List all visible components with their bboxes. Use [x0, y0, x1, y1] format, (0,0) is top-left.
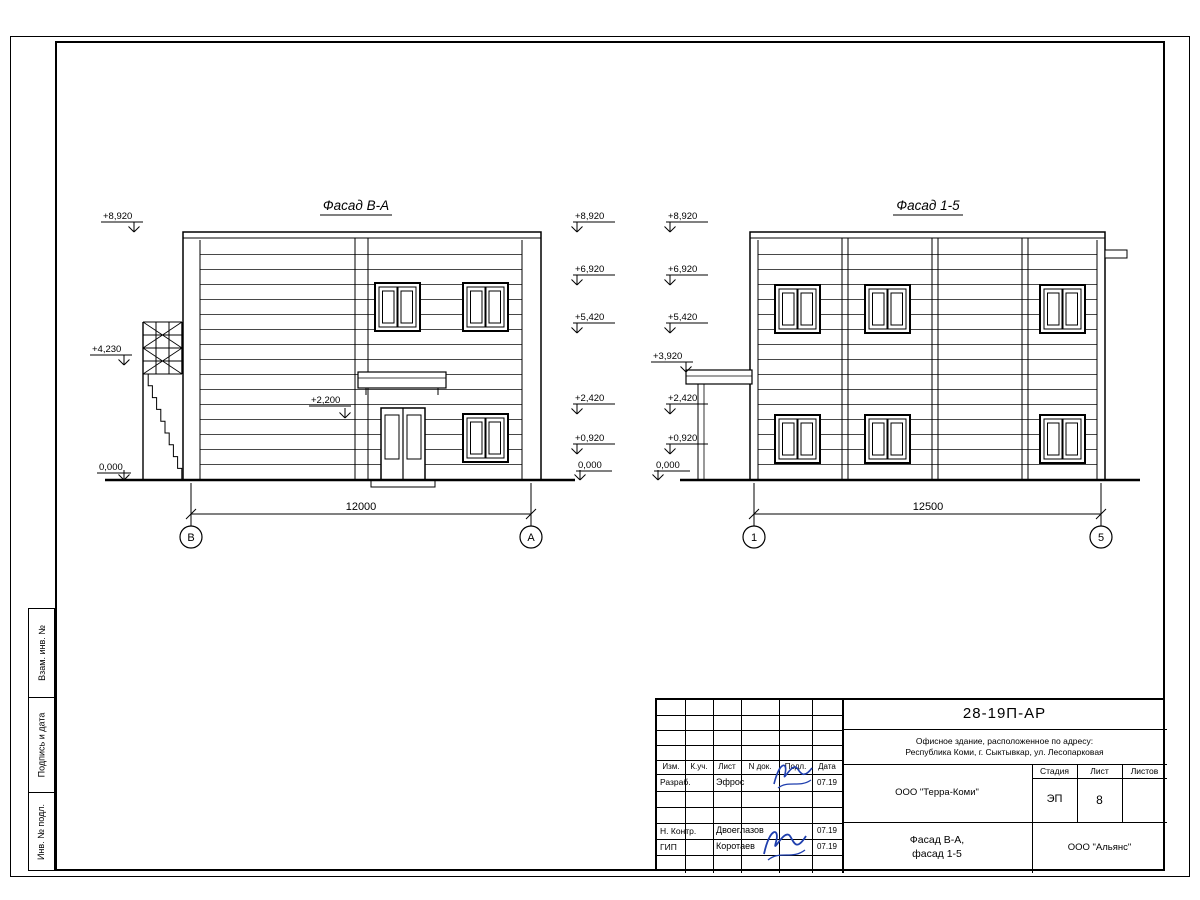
elevation-mark: +0,920 [668, 433, 697, 444]
axis-label: В [187, 532, 194, 544]
window [774, 284, 821, 334]
elevation-mark: +2,200 [311, 395, 340, 406]
side-stamp: Взам. инв. № Подпись и дата Инв. № подл. [28, 608, 55, 871]
contractor-name: ООО "Альянс" [1067, 841, 1132, 853]
elevation-mark: +2,420 [668, 393, 697, 404]
signer-date: 07.19 [816, 826, 838, 835]
facade-title: Фасад 1-5 [896, 198, 960, 213]
side-stamp-cell: Взам. инв. № [29, 609, 54, 698]
project-description-line1: Офисное здание, расположенное по адресу: [915, 735, 1094, 746]
axis-bubbles: В А [179, 525, 543, 549]
signer-name: Эфрос [716, 776, 745, 787]
sheet-number: 8 [1096, 792, 1103, 807]
axis-label: 1 [751, 532, 757, 544]
elevation-mark: +6,920 [575, 264, 604, 275]
elevation-mark: +3,920 [653, 351, 682, 362]
project-description: Офисное здание, расположенное по адресу:… [842, 729, 1167, 764]
elevation-marks-right: +8,920 +6,920 +5,420 +2,420 +0,920 0,000 [571, 211, 615, 481]
elevation-mark: 0,000 [99, 462, 123, 473]
elevation-mark: +5,420 [668, 312, 697, 323]
dimension-12500: 12500 [748, 483, 1107, 526]
signer-role: Н. Контр. [660, 825, 697, 836]
window [1039, 414, 1086, 464]
side-stamp-cell: Подпись и дата [29, 698, 54, 793]
sheet-outer-border [10, 36, 1190, 877]
axis-label: 5 [1098, 532, 1104, 544]
col-header-data: Дата [818, 762, 836, 771]
col-header-ndok: N док. [748, 762, 772, 771]
sheet-title-line1: Фасад В-А, [909, 834, 965, 847]
window [462, 282, 509, 332]
window [462, 413, 509, 463]
signer-name: Двоеглазов [716, 825, 764, 836]
project-description-line2: Республика Коми, г. Сыктывкар, ул. Лесоп… [905, 746, 1104, 757]
elevation-mark: 0,000 [656, 460, 680, 471]
signer-date: 07.19 [816, 842, 838, 851]
sheet-inner-frame [55, 41, 1165, 871]
facade-title: Фасад В-А [323, 198, 389, 213]
col-header-podl: Подл. [784, 762, 807, 771]
side-stamp-cell: Инв. № подл. [29, 793, 54, 870]
dimension-value: 12500 [913, 501, 944, 513]
axis-bubbles: 1 5 [742, 525, 1113, 549]
elevation-mark: +5,420 [575, 312, 604, 323]
axis-label: А [527, 532, 535, 544]
elevation-mark: +4,230 [92, 344, 121, 355]
sheet-label: Лист [1090, 765, 1109, 776]
col-header-izm: Изм. [662, 762, 680, 771]
window [864, 284, 911, 334]
elevation-mark: 0,000 [578, 460, 602, 471]
dimension-12000: 12000 [185, 483, 537, 526]
dimension-value: 12000 [346, 501, 377, 513]
signer-role: Разраб. [660, 777, 691, 788]
sheets-label: Листов [1130, 765, 1159, 776]
window [1039, 284, 1086, 334]
roof-vent [1104, 249, 1128, 259]
side-label: Подпись и дата [36, 712, 47, 778]
elevation-mark-canopy: +2,200 [309, 395, 351, 419]
side-porch [685, 369, 753, 480]
elevation-mark: +8,920 [575, 211, 604, 222]
sheet-title-line2: фасад 1-5 [912, 847, 962, 860]
title-block: Изм. К.уч. Лист N док. Подл. Дата Разраб… [655, 698, 1167, 873]
elevation-mark: +2,420 [575, 393, 604, 404]
sheet-title: Фасад В-А, фасад 1-5 [842, 822, 1032, 873]
facade-1-5: Фасад 1-5 [651, 198, 1140, 549]
entrance-canopy [357, 371, 447, 395]
side-label: Взам. инв. № [36, 625, 47, 681]
signer-name: Коротаев [716, 841, 755, 852]
col-header-kuch: К.уч. [690, 762, 708, 771]
document-number: 28-19П-АР [962, 705, 1047, 723]
signer-date: 07.19 [816, 777, 838, 787]
signer-role: ГИП [660, 841, 677, 852]
fire-escape-stair [142, 321, 183, 481]
elevation-marks-left: +8,920 +4,230 0,000 [90, 211, 143, 481]
facade-b-a: Фасад В-А [90, 198, 615, 549]
elevation-mark: +8,920 [103, 211, 132, 222]
entrance-door [370, 407, 436, 488]
window [864, 414, 911, 464]
window [374, 282, 421, 332]
stage-label: Стадия [1040, 765, 1069, 776]
elevation-mark: +8,920 [668, 211, 697, 222]
col-header-list: Лист [718, 762, 736, 771]
window [774, 414, 821, 464]
side-label: Инв. № подл. [36, 803, 47, 860]
client-name: ООО "Терра-Коми" [895, 787, 979, 799]
stage-value: ЭП [1046, 793, 1063, 806]
elevation-mark: +6,920 [668, 264, 697, 275]
elevation-mark: +0,920 [575, 433, 604, 444]
elevation-marks: +8,920 +6,920 +5,420 +3,920 +2,420 +0,92… [651, 211, 708, 481]
